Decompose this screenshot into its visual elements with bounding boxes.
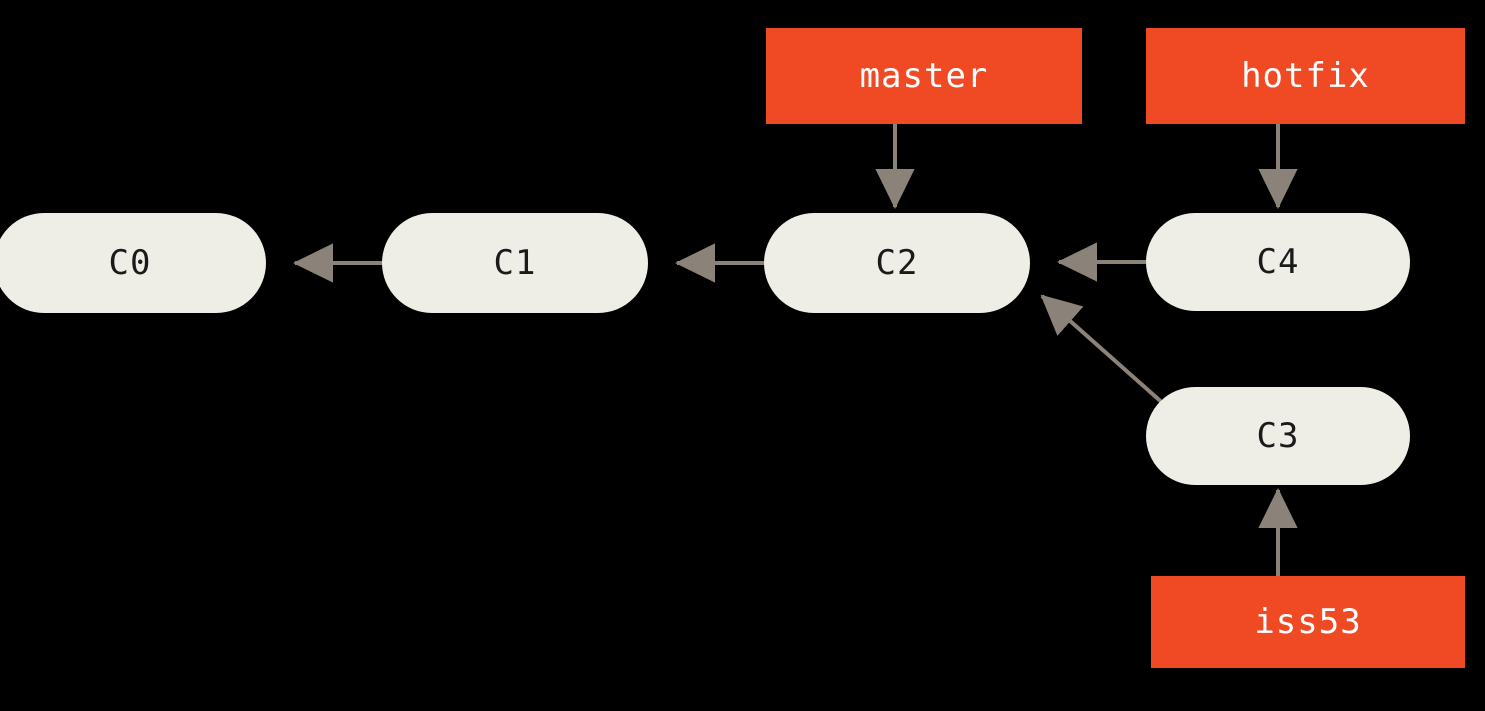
commit-node-c1[interactable]: C1	[382, 213, 648, 313]
commit-node-c4[interactable]: C4	[1146, 213, 1410, 311]
commit-node-c0[interactable]: C0	[0, 213, 266, 313]
branch-label-iss53[interactable]: iss53	[1151, 576, 1465, 668]
commit-node-c3[interactable]: C3	[1146, 387, 1410, 485]
commit-node-c2[interactable]: C2	[764, 213, 1030, 313]
branch-label-master[interactable]: master	[766, 28, 1082, 124]
edge-c3-to-c2	[1040, 294, 1168, 408]
branch-label-hotfix[interactable]: hotfix	[1146, 28, 1465, 124]
